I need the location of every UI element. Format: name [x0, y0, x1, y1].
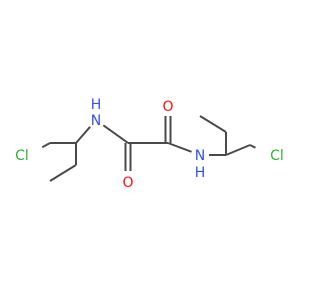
- bond-c2-n1: [75, 126, 91, 144]
- bond-n1-c5: [102, 124, 129, 144]
- atom-label-o2: O: [162, 99, 173, 115]
- atom-label-n2: N: [195, 148, 205, 164]
- bond-c8-c9: [199, 115, 227, 133]
- bond-c6-n2: [167, 142, 192, 153]
- atom-label-o1: O: [122, 175, 133, 191]
- hydrogen-label-n1: H: [91, 97, 102, 113]
- bond-cl1-c1: [41, 142, 51, 149]
- atom-label-n1: N: [91, 113, 101, 129]
- hydrogen-label-n2: H: [195, 165, 206, 181]
- bond-c7-c10: [225, 144, 251, 156]
- bond-layer: [41, 115, 256, 182]
- bond-c10-cl2: [249, 144, 256, 149]
- atom-label-cl2: Cl: [270, 148, 284, 164]
- bond-c3-c4: [49, 164, 77, 182]
- atom-label-cl1: Cl: [15, 148, 29, 164]
- diagram-background: [0, 0, 300, 300]
